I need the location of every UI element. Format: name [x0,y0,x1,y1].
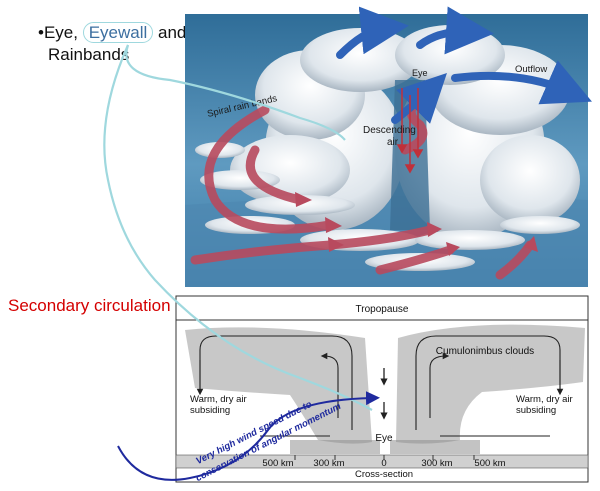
cumulonimbus-label: Cumulonimbus clouds [436,346,534,357]
circulation-loops [196,335,564,437]
rain-band-arrowheads [295,192,538,256]
header-prefix: •Eye, [38,23,83,42]
warm-dry-left-label-2: subsiding [190,405,230,416]
descending-air-label-1: Descending [363,125,416,136]
tick-500-right: 500 km [474,458,505,469]
warm-dry-right-label-2: subsiding [516,405,556,416]
tick-0: 0 [381,458,386,469]
tick-500-left: 500 km [262,458,293,469]
tropopause-label: Tropopause [356,304,409,315]
tick-300-left: 300 km [313,458,344,469]
cross-section-diagram: Tropopause Cumulonimbus clouds Warm, dry [175,295,589,483]
descending-air-label-2: air [387,137,399,148]
header-title: •Eye, Eyewall and Rainbands [38,22,186,66]
sea-level-stipple [290,440,480,454]
eyewall-connector-lines [103,44,373,411]
outflow-label: Outflow [515,64,547,75]
eyewall-highlight: Eyewall [82,22,154,43]
eye-label: Eye [412,68,428,78]
warm-dry-left-label-1: Warm, dry air [190,394,247,405]
outflow-arrows [336,6,592,124]
hurricane-3d-illustration: Eye Outflow Spiral rain bands Descending… [185,6,592,287]
header-middle: and [153,23,187,42]
cross-section-caption: Cross-section [355,469,413,480]
spiral-rain-band-arrows [190,93,535,280]
high-wind-arrow [117,391,380,481]
tick-300-right: 300 km [421,458,452,469]
descending-air-arrows [396,88,424,174]
secondary-circulation-label: Secondary circulation [8,296,171,315]
cross-section-eye-label: Eye [375,433,393,444]
ground-bar [175,454,589,469]
rainbands-label: Rainbands [48,45,130,64]
axis-ticks [294,455,475,460]
warm-dry-right-label-1: Warm, dry air [516,394,573,405]
eyewall-cloud-left [230,28,420,230]
